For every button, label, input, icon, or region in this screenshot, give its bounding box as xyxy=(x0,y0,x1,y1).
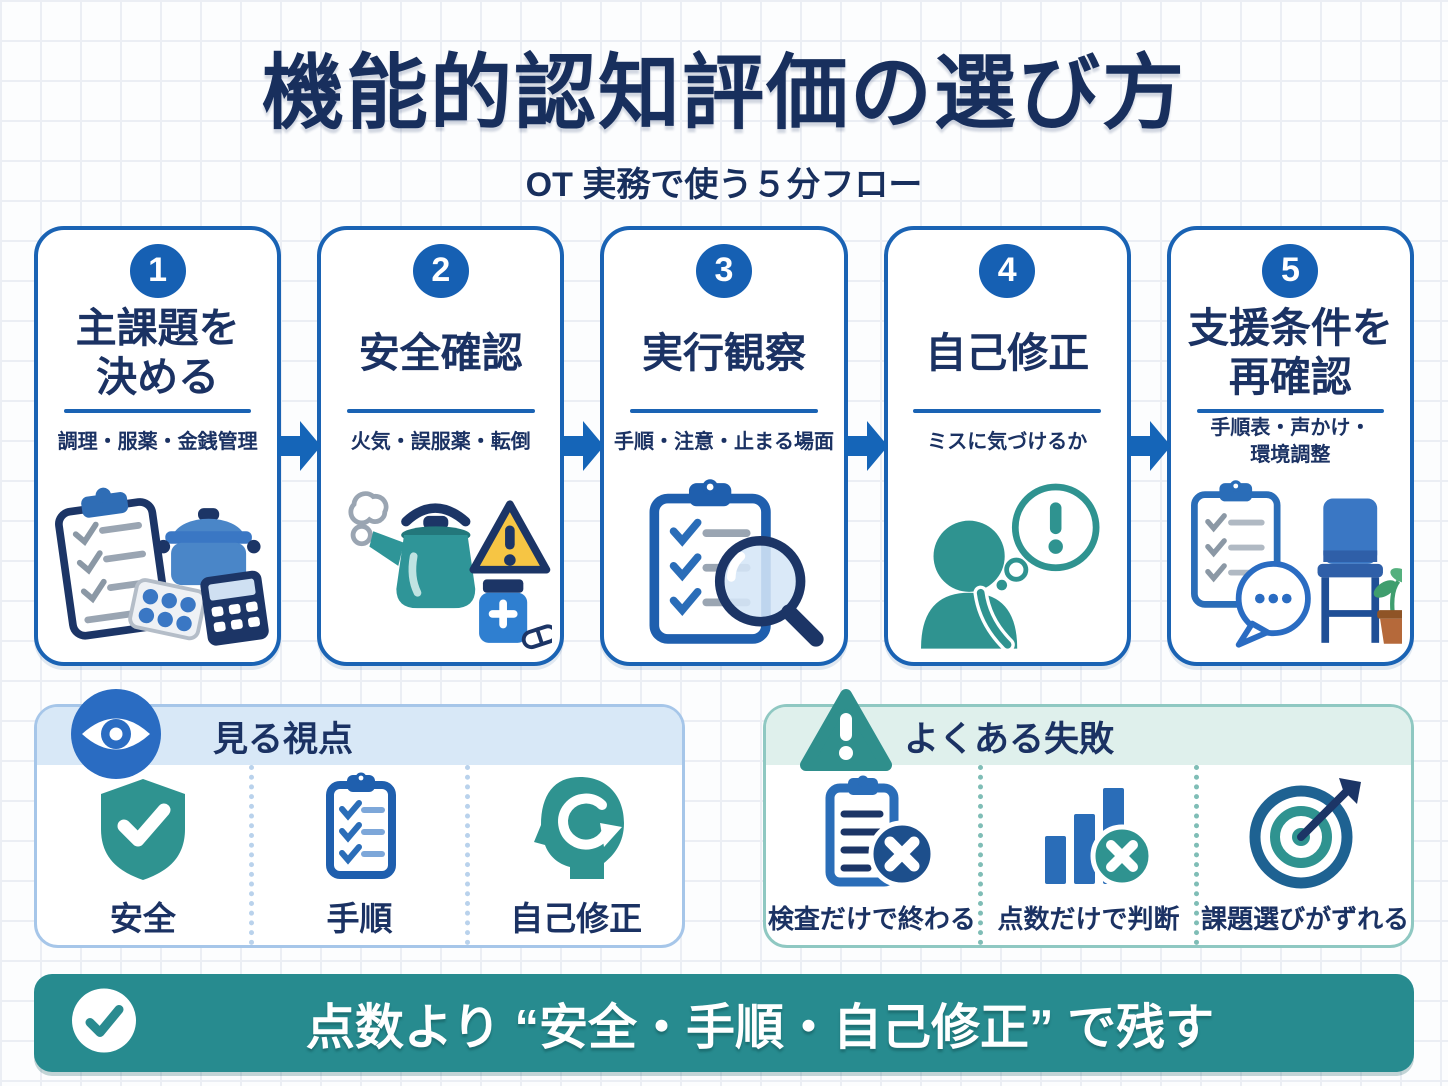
step-note-line: 手順・注意・止まる場面 xyxy=(614,430,834,453)
eye-icon xyxy=(69,687,163,786)
failure-item-score-only: 点数だけで判断 xyxy=(977,765,1195,945)
pill-icon xyxy=(521,624,553,650)
step-title-line: 再確認 xyxy=(1228,354,1352,401)
failures-panel: よくある失敗 xyxy=(763,689,1414,948)
speech-bubble-icon xyxy=(1235,561,1311,648)
step-title: 主課題を 決める xyxy=(76,298,240,409)
warning-triangle-icon xyxy=(469,500,551,574)
magnifier-icon xyxy=(715,536,825,647)
head-refresh-icon xyxy=(520,771,632,888)
exclamation-thought-bubble-icon xyxy=(996,483,1100,591)
flow-step-5: 5 支援条件を 再確認 手順表・声かけ・ 環境調整 xyxy=(1166,226,1415,666)
step-note-line: 火気・誤服薬・転倒 xyxy=(350,430,531,453)
viewpoint-item-self-correction: 自己修正 xyxy=(465,765,682,945)
banner-text: 点数より “安全・手順・自己修正” で残す xyxy=(305,1000,1215,1055)
chair-icon xyxy=(1317,498,1383,643)
step-title: 実行観察 xyxy=(642,298,806,409)
step-title: 安全確認 xyxy=(359,298,523,409)
divider xyxy=(347,408,535,413)
step1-illustration xyxy=(46,472,269,652)
step-note-line: 調理・服薬・金銭管理 xyxy=(57,430,258,453)
failure-label: 課題選びがずれる xyxy=(1201,904,1410,934)
divider xyxy=(630,408,818,413)
flow-step-1: 1 主課題を 決める 調理・服薬・金銭管理 xyxy=(34,226,282,666)
viewpoint-label: 安全 xyxy=(109,899,176,937)
bar-chart-cross-icon xyxy=(1023,774,1155,895)
step-number-badge: 4 xyxy=(979,244,1036,298)
arrow-right-icon xyxy=(560,419,605,473)
failures-items: 検査だけで終わる 点数だけで判断 xyxy=(766,765,1411,945)
page-subtitle: OT 実務で使う５分フロー xyxy=(525,166,923,204)
viewpoints-items: 安全 xyxy=(37,765,682,945)
divider xyxy=(1196,408,1385,413)
step-note-line: ミスに気づけるか xyxy=(927,430,1088,453)
divider xyxy=(913,408,1101,413)
step3-illustration xyxy=(612,472,835,652)
arrow-right-icon xyxy=(277,419,322,473)
pill-sheet-icon xyxy=(128,578,207,641)
step-title-line: 実行観察 xyxy=(642,329,806,376)
shield-check-icon xyxy=(87,771,199,888)
page-title: 機能的認知評価の選び方 xyxy=(261,48,1186,139)
step-number-badge: 5 xyxy=(1262,244,1319,298)
step-title-line: 決める xyxy=(96,354,220,401)
calculator-icon xyxy=(200,570,269,646)
arrow-right-icon xyxy=(843,419,888,473)
step-number-badge: 2 xyxy=(412,244,469,298)
clipboard-cross-icon xyxy=(806,774,938,895)
step-title-line: 自己修正 xyxy=(925,329,1090,376)
viewpoint-label: 手順 xyxy=(326,899,393,937)
step5-illustration xyxy=(1179,472,1403,652)
step-title: 支援条件を 再確認 xyxy=(1188,298,1393,409)
potted-plant-icon xyxy=(1373,568,1403,644)
viewpoint-item-procedure: 手順 xyxy=(248,765,466,945)
warning-triangle-icon xyxy=(798,687,894,780)
step-number-badge: 3 xyxy=(696,244,752,298)
step-title-line: 主課題を xyxy=(75,305,240,352)
flow-step-3: 3 実行観察 手順・注意・止まる場面 xyxy=(600,226,848,666)
step-number-badge: 1 xyxy=(129,244,186,298)
check-circle-icon xyxy=(72,988,136,1058)
failure-label: 点数だけで判断 xyxy=(997,904,1180,934)
step-note: 手順・注意・止まる場面 xyxy=(614,413,834,472)
bottom-panels-row: 見る視点 安全 xyxy=(34,689,1414,948)
steam-icon xyxy=(348,491,389,547)
step-note: ミスに気づけるか xyxy=(927,413,1087,472)
target-arrow-icon xyxy=(1239,774,1371,895)
thinking-person-icon xyxy=(920,520,1017,652)
summary-banner: 点数より “安全・手順・自己修正” で残す xyxy=(34,974,1414,1072)
flow-steps-row: 1 主課題を 決める 調理・服薬・金銭管理 xyxy=(34,226,1415,666)
divider xyxy=(63,408,252,413)
step4-illustration xyxy=(896,472,1119,652)
failure-item-wrong-task: 課題選びがずれる xyxy=(1194,765,1411,945)
failure-label: 検査だけで終わる xyxy=(767,904,976,934)
step2-illustration xyxy=(329,472,553,652)
step-title-line: 支援条件を xyxy=(1187,305,1393,352)
arrow-right-icon xyxy=(1126,419,1171,473)
kettle-icon xyxy=(369,503,476,609)
flow-step-2: 2 安全確認 火気・誤服薬・転倒 xyxy=(317,226,565,666)
step-title-line: 安全確認 xyxy=(358,329,523,376)
viewpoint-item-safety: 安全 xyxy=(37,765,249,945)
flow-step-4: 4 自己修正 ミスに気づけるか xyxy=(883,226,1131,666)
viewpoint-label: 自己修正 xyxy=(510,899,643,937)
step-note: 火気・誤服薬・転倒 xyxy=(351,413,531,472)
step-note: 調理・服薬・金銭管理 xyxy=(58,413,258,472)
step-title: 自己修正 xyxy=(925,298,1089,409)
step-note: 手順表・声かけ・ 環境調整 xyxy=(1210,413,1370,472)
checklist-clipboard-icon xyxy=(304,771,416,888)
viewpoints-panel: 見る視点 安全 xyxy=(34,689,685,948)
medicine-bottle-icon xyxy=(479,579,528,643)
failure-item-test-only: 検査だけで終わる xyxy=(766,765,978,945)
step-note-line: 環境調整 xyxy=(1250,444,1331,467)
step-note-line: 手順表・声かけ・ xyxy=(1210,417,1371,440)
